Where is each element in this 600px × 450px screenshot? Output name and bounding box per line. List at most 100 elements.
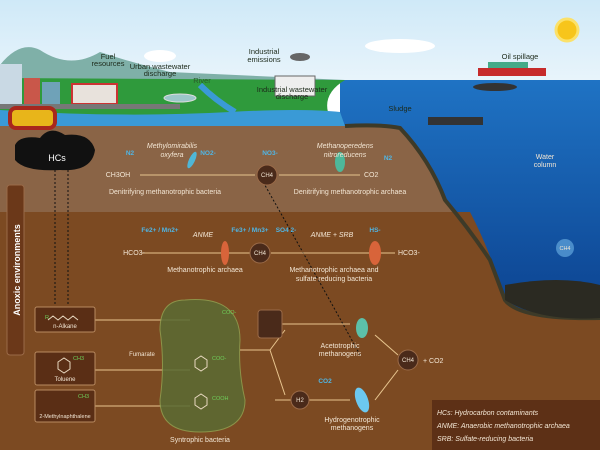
label-river: River	[193, 76, 211, 85]
label-n-alkane: n-Alkane	[53, 324, 77, 330]
label-ch3-naphthalene: CH3	[78, 394, 89, 400]
label-sludge: Sludge	[388, 104, 411, 113]
oil-slick	[473, 83, 517, 91]
oil-ship	[478, 68, 546, 76]
label-oxyfera: oxyfera	[161, 152, 184, 159]
flow-arrows	[95, 174, 399, 407]
legend-box	[432, 400, 600, 450]
ch4-upward-arrow	[261, 179, 361, 356]
label-anme: ANME	[192, 232, 214, 239]
legend-anme: ANME: Anaerobic methanotrophic archaea	[436, 423, 570, 430]
label-denitrifying-archaea: Denitrifying methanotrophic archaea	[294, 189, 407, 196]
label-no2: NO2-	[200, 150, 216, 157]
legend-hcs: HCs: Hydrocarbon contaminants	[437, 410, 539, 417]
label-archaea-srb-2: sulfate reducing bacteria	[296, 276, 372, 283]
label-hydrogenotrophic: Hydrogenotrophic	[324, 417, 380, 424]
label-nitroreducens: nitroreducens	[324, 152, 367, 159]
label-oil-spillage: Oil spillage	[502, 52, 539, 61]
label-n2-right: N2	[384, 155, 393, 162]
lower-sediment	[0, 212, 600, 450]
cloud	[365, 39, 435, 53]
seabed-slope	[344, 123, 600, 321]
label-syntrophic: Syntrophic bacteria	[170, 437, 230, 444]
label-ch3-toluene: CH3	[73, 356, 84, 362]
syntrophic-bacteria-cell	[159, 299, 246, 433]
mountains	[0, 47, 345, 80]
label-so4: SO4 2-	[276, 227, 297, 234]
anme-srb-icon	[369, 241, 381, 265]
label-methylnaphthalene: 2-Methylnaphthalene	[39, 414, 90, 420]
sludge-barge	[428, 117, 483, 125]
label-coo-1: COO-	[222, 310, 237, 316]
label-coo-2: COO-	[212, 356, 227, 362]
anme-icon	[221, 241, 229, 265]
benzene-ring-icon	[57, 357, 71, 374]
substrate-box-toluene	[34, 351, 96, 386]
label-emissions: Industrial	[249, 47, 280, 56]
bacteria-icon	[187, 151, 197, 169]
label-ch4-mid: CH4	[254, 251, 267, 257]
label-ch3oh: CH3OH	[106, 172, 131, 179]
anoxic-environments-label: Anoxic environments	[12, 224, 22, 316]
label-co2-in: CO2	[318, 378, 332, 385]
label-n2-left: N2	[126, 150, 135, 157]
label-urban-2: discharge	[144, 69, 177, 78]
label-acetotrophic-2: methanogens	[319, 351, 362, 358]
label-co2-top: CO2	[364, 172, 379, 179]
label-denitrifying-bacteria: Denitrifying methanotrophic bacteria	[109, 189, 221, 196]
ch4-node-denitrifying	[256, 164, 278, 186]
river	[0, 110, 345, 126]
label-no3: NO3-	[262, 150, 278, 157]
label-hydrogenotrophic-2: methanogens	[331, 425, 374, 432]
factory	[274, 75, 316, 97]
treatment-pond	[163, 93, 197, 103]
acetate-box	[257, 309, 283, 339]
label-ch4-bubble: CH4	[559, 246, 570, 252]
product-ring-icon	[194, 355, 208, 372]
ch4-node-anme	[249, 242, 271, 264]
label-urban: Urban wastewater	[130, 62, 191, 71]
label-fuel: Fuel	[101, 52, 116, 61]
label-fe-mn-3: Fe3+ / Mn3+	[231, 227, 268, 234]
label-h2: H2	[296, 398, 304, 404]
building	[42, 82, 60, 104]
label-hco3-right: HCO3-	[398, 250, 420, 257]
h2-node	[290, 390, 310, 410]
oil-barrels	[8, 106, 57, 130]
label-emissions-2: emissions	[247, 55, 281, 64]
label-hcs: HCs	[48, 153, 66, 163]
smoke-icon	[290, 53, 310, 61]
substrate-box-methylnaphthalene	[34, 389, 96, 423]
label-hco3-left: HCO3-	[123, 250, 145, 257]
substrate-box-n-alkane	[34, 306, 96, 333]
seafloor-sludge	[505, 280, 600, 319]
road	[0, 104, 180, 109]
river-branch	[197, 82, 237, 115]
gas-station	[71, 83, 118, 105]
label-toluene: Toluene	[54, 377, 76, 383]
alkane-chain-icon	[47, 315, 79, 321]
label-r-group: R	[45, 315, 49, 321]
anoxic-label-box	[6, 184, 25, 356]
ch4-node-methanogenesis	[397, 349, 419, 371]
label-water-column-2: column	[534, 162, 557, 169]
label-hs: HS-	[369, 227, 380, 234]
label-archaea-srb: Methanotrophic archaea and	[289, 267, 378, 274]
label-acetotrophic: Acetotrophic	[321, 343, 360, 350]
legend-srb: SRB: Sulfate-reducing bacteria	[437, 436, 533, 443]
label-anme-srb: ANME + SRB	[310, 232, 354, 239]
label-fe-mn-2: Fe2+ / Mn2+	[141, 227, 178, 234]
building	[24, 78, 40, 104]
containers	[488, 62, 528, 68]
label-fuel-2: resources	[92, 59, 125, 68]
label-ch4-top: CH4	[261, 173, 274, 179]
label-plus-co2: + CO2	[423, 358, 444, 365]
label-methanoperedens: Methanoperedens	[317, 143, 374, 150]
hcs-blob	[15, 130, 95, 171]
building	[0, 64, 22, 104]
archaea-icon	[335, 152, 345, 172]
label-water-column: Water	[536, 154, 555, 161]
label-ind-wastewater: Industrial wastewater	[257, 85, 328, 94]
label-methanotrophic-archaea: Methanotrophic archaea	[167, 267, 243, 274]
